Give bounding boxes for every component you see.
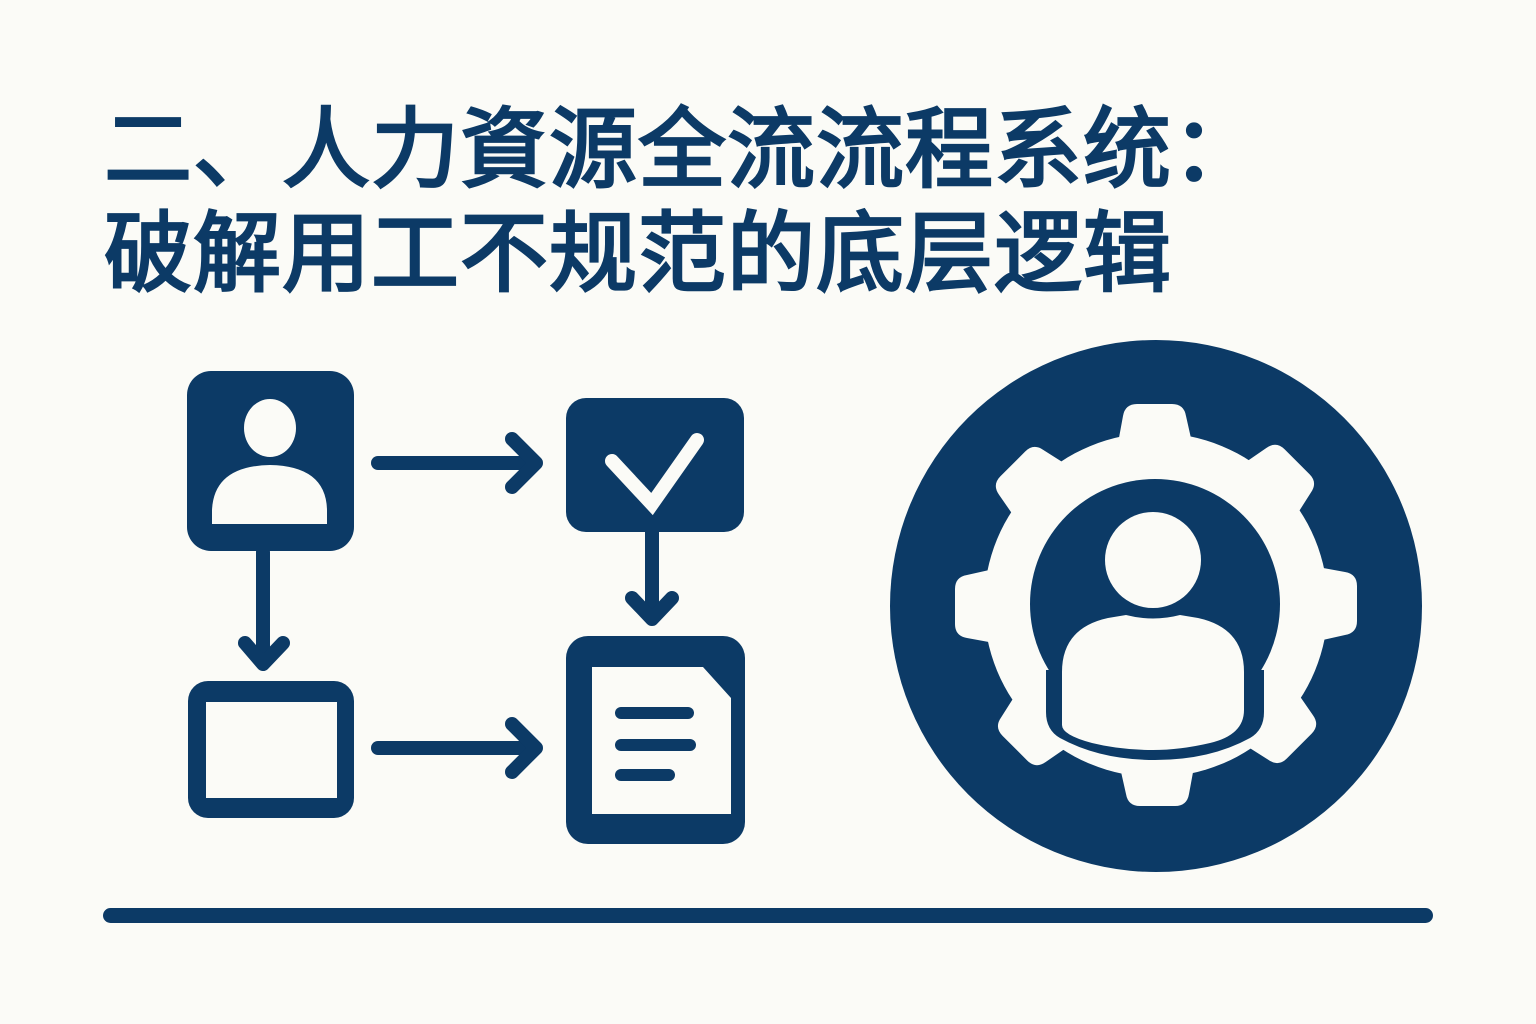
user-icon — [212, 399, 327, 524]
approval-node — [566, 398, 744, 532]
arrow-right-icon — [371, 432, 543, 494]
user-icon — [1062, 512, 1244, 750]
title-line-1: 二、人力資源全流流程系统： — [104, 98, 1262, 201]
arrow-down-icon — [625, 525, 679, 626]
title-line-2: 破解用工不规范的底层逻辑 — [104, 202, 1173, 305]
document-node — [566, 636, 745, 844]
arrow-right-icon — [371, 717, 543, 779]
arrow-down-icon — [238, 545, 290, 671]
gear-user-emblem — [890, 340, 1422, 872]
divider-line — [103, 908, 1433, 923]
document-icon — [592, 667, 731, 814]
checkmark-icon — [605, 433, 704, 516]
empty-box-icon — [206, 702, 337, 798]
user-node — [187, 371, 354, 551]
empty-box-node — [188, 681, 354, 818]
